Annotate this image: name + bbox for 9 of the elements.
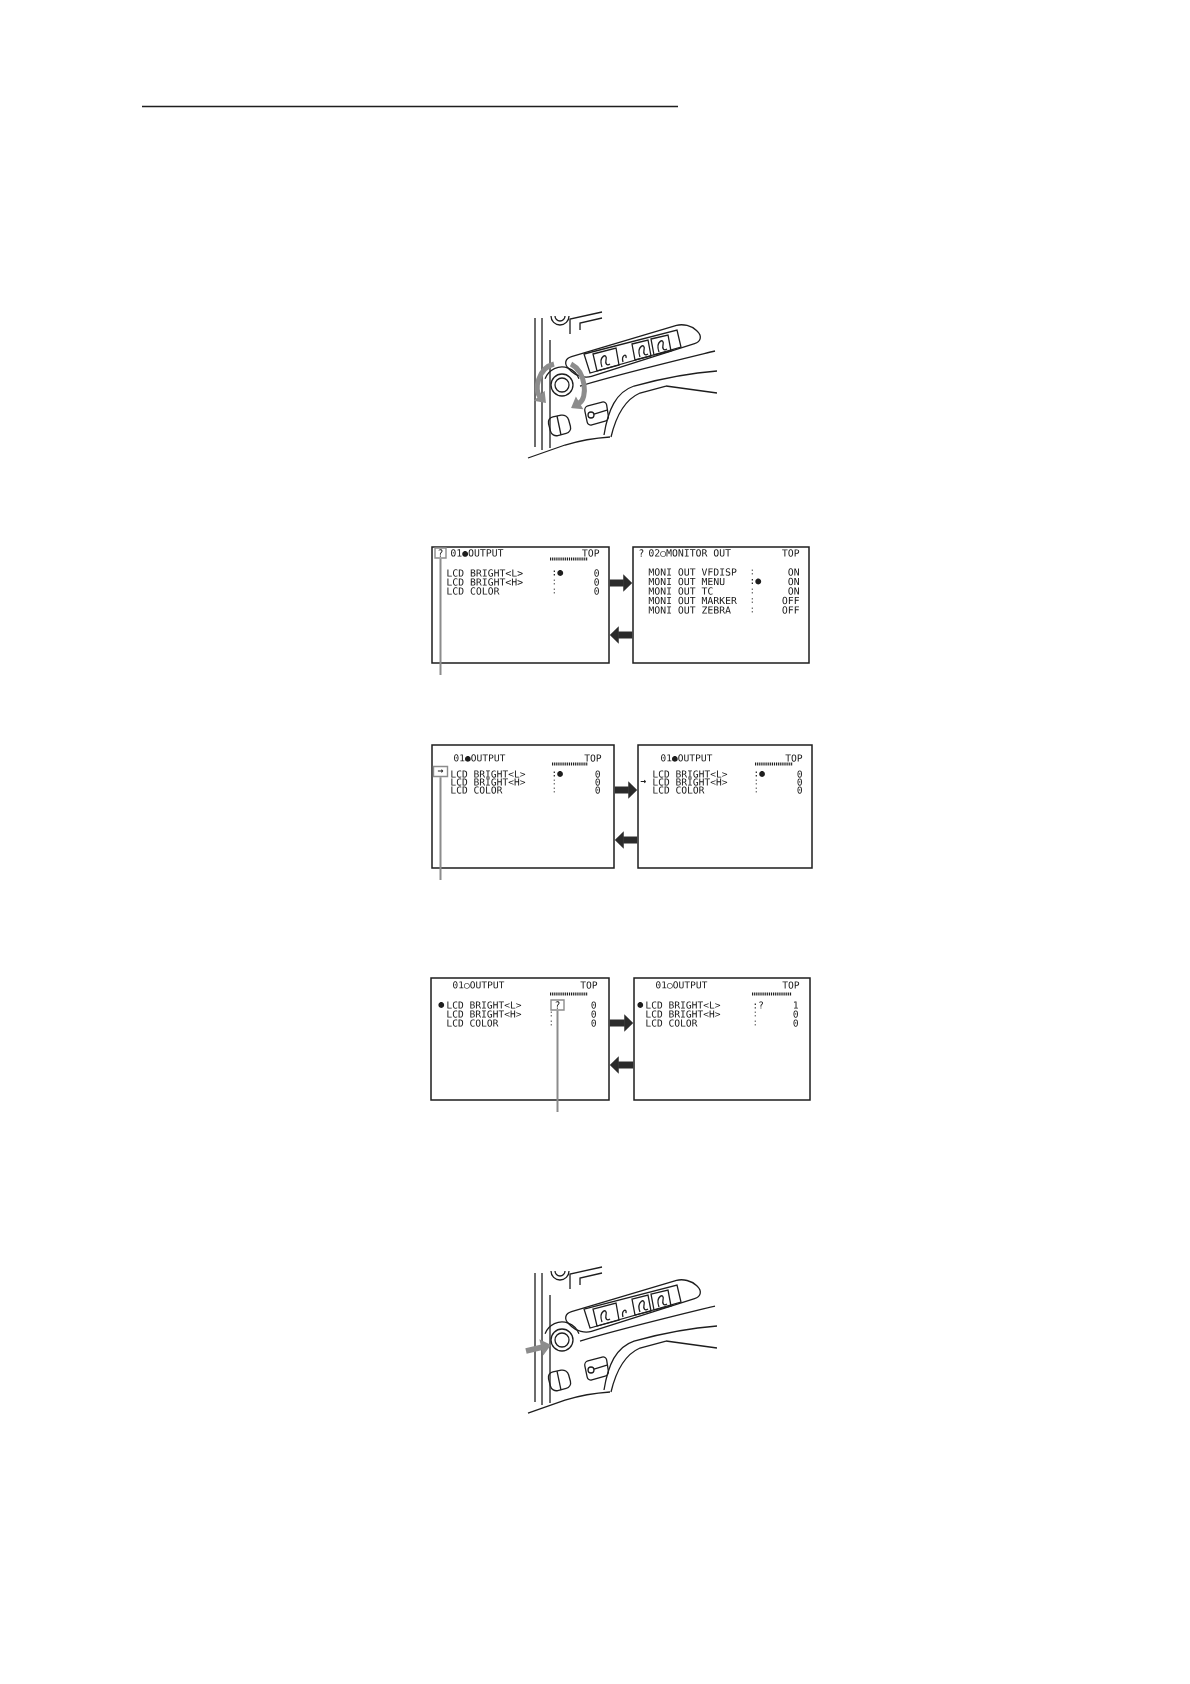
menu-screen: ? 02○MONITOR OUT TOP MONI OUT VFDISP : ON MONI OUT MENU :● ON MONI OUT TC : ON MONI OUT MARKER : OFF MONI OUT ZEBRA : OFF [632,546,810,664]
leader-line [439,557,442,676]
menu-screen: 01○OUTPUT TOP ● LCD BRIGHT<L> :? 1 LCD BRIGHT<H> : 0 LCD COLOR : 0 [633,977,811,1101]
leader-line [556,1009,559,1113]
highlighted-cursor: ? [434,547,447,559]
highlighted-cursor: → [432,765,449,778]
menu-screen: 01●OUTPUT TOP LCD BRIGHT<L> :● 0 → LCD BRIGHT<H> : 0 LCD COLOR : 0 [637,744,813,869]
leader-line [439,776,442,881]
highlighted-cursor: ? [550,999,565,1011]
